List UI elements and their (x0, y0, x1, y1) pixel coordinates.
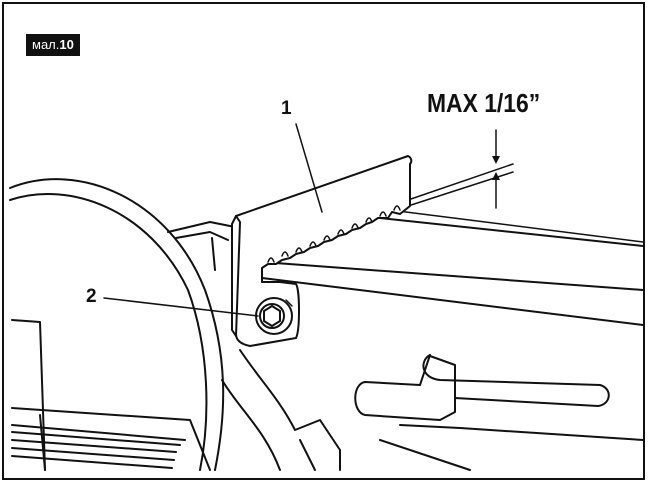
blade-reference-line (407, 163, 514, 201)
figure-prefix: мал. (32, 37, 60, 52)
max-gap-label: MAX 1/16” (427, 88, 541, 118)
sanding-disc (9, 178, 225, 471)
callout-2: 2 (86, 286, 97, 307)
figure-number-badge: мал.10 (26, 34, 80, 56)
bolt-hex (263, 305, 281, 327)
dimension-arrow-up (492, 172, 500, 180)
leader-line-2 (103, 297, 259, 317)
callout-1: 1 (281, 98, 292, 119)
figure-frame (2, 2, 645, 480)
leader-line-1 (295, 123, 323, 213)
table-front-edge (261, 261, 644, 291)
left-platform (11, 319, 46, 471)
figure-number: 10 (59, 37, 74, 52)
table-side-line (261, 277, 644, 326)
table-top-edge (379, 217, 644, 247)
dimension-arrow-down (492, 156, 500, 164)
table-slot (354, 354, 610, 421)
